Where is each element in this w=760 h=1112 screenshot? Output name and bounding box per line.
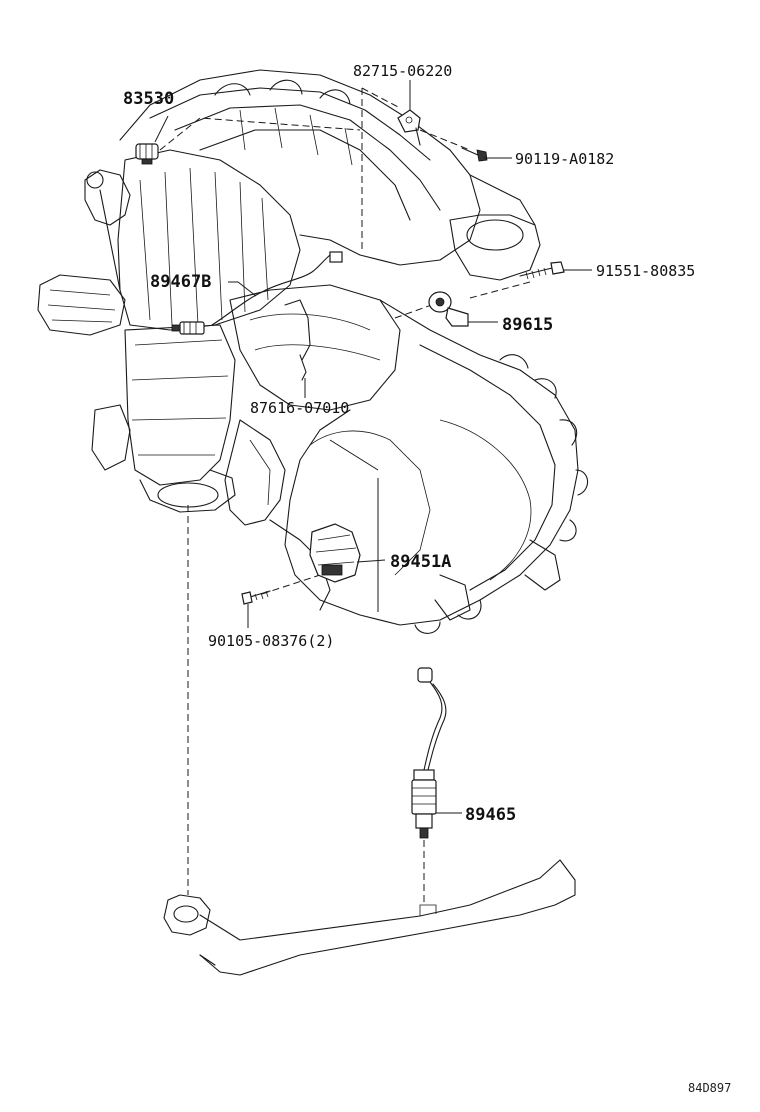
clamp-82715-06220[interactable] (397, 109, 421, 146)
bolt-90119-A0182[interactable] (461, 147, 488, 162)
label-83530[interactable]: 83530 (123, 89, 174, 109)
label-89467B[interactable]: 89467B (150, 272, 211, 292)
wire-harness-clamp-87616-07010[interactable] (284, 299, 311, 381)
label-90105-08376[interactable]: 90105-08376(2) (208, 632, 334, 650)
label-87616-07010[interactable]: 87616-07010 (250, 399, 349, 417)
exhaust-front-pipe (163, 859, 576, 976)
label-90119-A0182[interactable]: 90119-A0182 (515, 150, 614, 168)
assembly-guide-lines (159, 87, 531, 905)
label-89451A[interactable]: 89451A (390, 552, 451, 572)
label-91551-80835[interactable]: 91551-80835 (596, 262, 695, 280)
part-labels: 83530 82715-06220 90119-A0182 91551-8083… (123, 62, 695, 825)
air-fuel-ratio-sensor-89467B[interactable] (171, 251, 343, 335)
bolt-90105-08376[interactable] (241, 590, 271, 605)
label-89465[interactable]: 89465 (465, 805, 516, 825)
engine-assembly-drawing (37, 69, 589, 634)
oxygen-sensor-89465[interactable] (411, 667, 447, 839)
knock-sensor-89615[interactable] (428, 291, 469, 327)
sensor-89451A[interactable] (309, 523, 361, 583)
leader-lines (154, 80, 592, 814)
bolt-91551-80835[interactable] (519, 261, 565, 280)
label-82715-06220[interactable]: 82715-06220 (353, 62, 452, 80)
oil-pressure-switch-83530[interactable] (135, 143, 159, 165)
label-89615[interactable]: 89615 (502, 315, 553, 335)
diagram-reference-code: 84D897 (688, 1081, 731, 1095)
